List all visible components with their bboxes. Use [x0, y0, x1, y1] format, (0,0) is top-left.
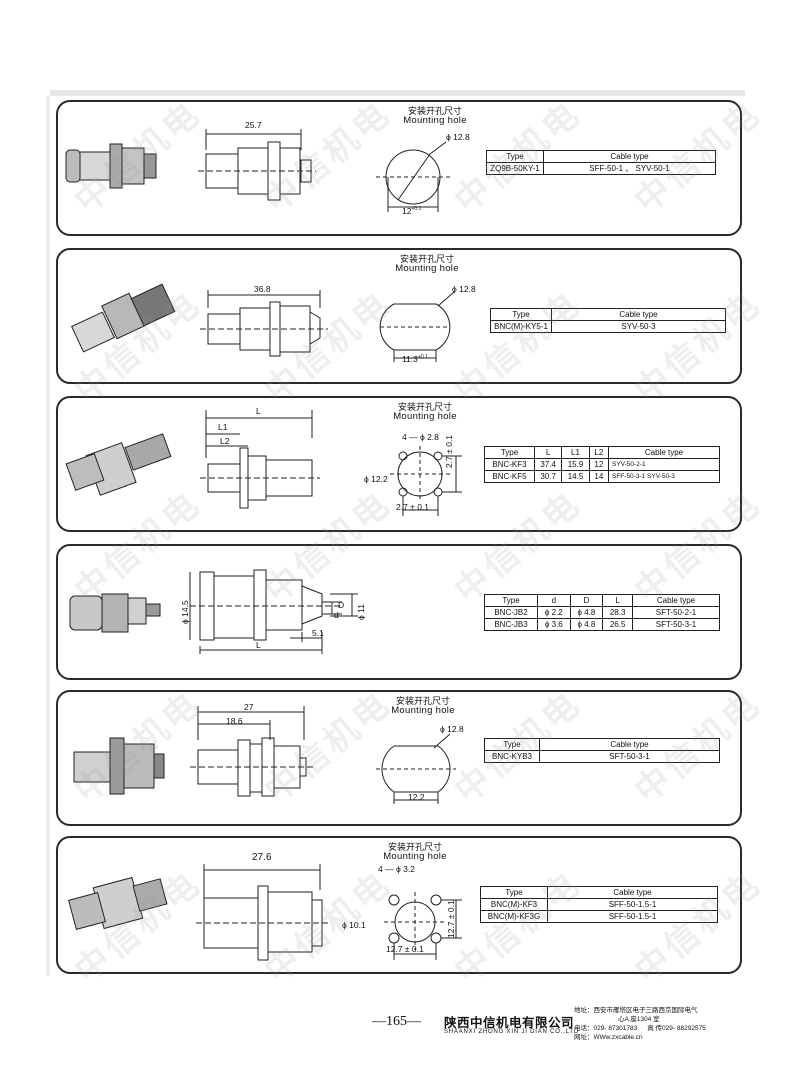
dim-holes: 4 — ϕ 2.8: [402, 432, 439, 442]
page-edge-shadow: [50, 90, 745, 96]
contact-info: 地址：西安市雁塔区电子三路西京国际电气 心A 座1304 室 电话：029- 8…: [574, 1007, 706, 1041]
dim-flat: 11.3+0.1: [402, 354, 428, 364]
phone: 029- 87301783: [593, 1025, 638, 1032]
product-panel-6: 27.6 4 — ϕ 3.2 ϕ 10.1 12.7 ± 0.1 12.7 ± …: [56, 836, 742, 974]
product-panel-3: L L1 L2 4 — ϕ 2.8 ϕ 12.2 2.7 ± 0.1 2.7 ±…: [56, 396, 742, 532]
page-footer: —165— 陕西中信机电有限公司 SHAANXI ZHONG XIN JI DI…: [0, 1004, 794, 1064]
dim-dia: ϕ 14.5: [180, 600, 190, 624]
connector-drawing-4: [69, 569, 358, 654]
dim-h: 2.7 ± 0.1: [396, 502, 430, 512]
dim-length: 25.7: [245, 120, 262, 130]
dim-v: 2.7 ± 0.1: [444, 434, 454, 468]
dim-flat: 12.2: [408, 792, 425, 802]
connector-drawing-3: [65, 410, 462, 516]
page-number: —165—: [372, 1014, 421, 1029]
connector-photo-5: [73, 737, 165, 795]
dim-L2: L2: [220, 436, 230, 446]
dim-holes: 4 — ϕ 3.2: [378, 864, 415, 874]
dim-dia: ϕ 12.2: [364, 474, 388, 484]
page-edge-shadow-left: [46, 96, 50, 976]
dim-v: 12.7 ± 0.1: [446, 900, 456, 938]
connector-photo-4: [69, 593, 161, 633]
dim-L1: L1: [218, 422, 228, 432]
dim-dia: ϕ 10.1: [342, 920, 366, 930]
connector-drawing-2: [71, 283, 455, 362]
connector-drawing-5: [73, 706, 456, 804]
connector-photo-6: [68, 876, 168, 930]
address-line-2: 心A 座1304 室: [618, 1016, 660, 1023]
dim-D: D: [338, 600, 345, 610]
dim-len51: 5.1: [312, 628, 324, 638]
website-link[interactable]: WWw.zxcable.cn: [593, 1034, 643, 1041]
dim-hole-dia: ϕ 12.8: [446, 132, 470, 142]
dim-hole-dia: ϕ 12.8: [452, 284, 476, 294]
fax: 029- 88292575: [662, 1025, 706, 1032]
dim-length: 27: [244, 702, 254, 712]
dim-L: L: [256, 406, 261, 416]
dim-L: L: [256, 640, 261, 650]
connector-photo-1: [65, 143, 157, 189]
company-name-en: SHAANXI ZHONG XIN JI DIAN CO.,LTD: [444, 1029, 579, 1035]
dim-flat: 12+0.1: [402, 206, 422, 216]
dim-length: 27.6: [252, 852, 272, 863]
dim-hole-dia: ϕ 12.8: [440, 724, 464, 734]
connector-photo-2: [71, 283, 176, 353]
connector-drawing-1: [65, 129, 450, 212]
connector-photo-3: [65, 433, 172, 496]
dim-length: 36.8: [254, 284, 271, 294]
company-name-cn: 陕西中信机电有限公司: [444, 1016, 575, 1030]
connector-drawing-6: [68, 864, 462, 961]
dim-d: d: [334, 610, 339, 620]
dim-d11: ϕ 11: [356, 604, 366, 620]
dim-h: 12.7 ± 0.1: [386, 944, 424, 954]
dim-inner: 18.6: [226, 716, 243, 726]
address: 西安市雁塔区电子三路西京国际电气: [593, 1007, 698, 1014]
